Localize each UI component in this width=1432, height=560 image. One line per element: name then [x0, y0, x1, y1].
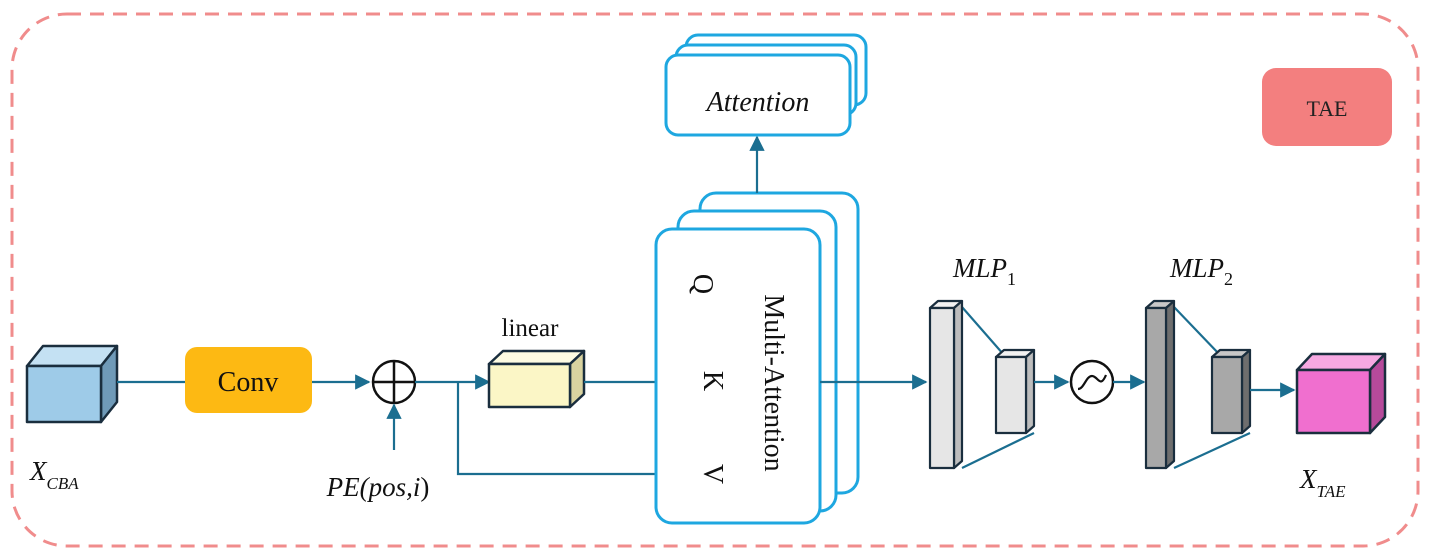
k-label: K: [697, 371, 728, 391]
attention-label: Attention: [705, 87, 810, 118]
pe-label: PE(pos,i): [326, 472, 430, 502]
add-operator: [371, 359, 417, 405]
input-label: XCBA: [29, 456, 79, 493]
conv-label: Conv: [218, 367, 279, 398]
activation-icon: [1069, 359, 1115, 405]
tae-tag: TAE: [1262, 68, 1392, 146]
mlp1-label: MLP1: [952, 253, 1016, 289]
input-cube: [25, 344, 119, 424]
mlp2-block: [1144, 299, 1252, 470]
arrow-skip-to-v: [456, 382, 692, 482]
linear-label: linear: [502, 315, 560, 342]
multi-attention-stack: [654, 191, 860, 525]
tae-tag-label: TAE: [1306, 96, 1347, 121]
linear-block: [487, 349, 586, 409]
q-label: Q: [687, 274, 718, 294]
module-border: [10, 12, 1420, 548]
conv-block: Conv: [185, 347, 312, 413]
multi-attention-label: Multi-Attention: [758, 294, 789, 471]
attention-stack: [664, 33, 868, 137]
v-label: V: [697, 464, 728, 484]
mlp1-block: [928, 299, 1036, 470]
output-cube: [1295, 352, 1387, 435]
output-label: XTAE: [1299, 464, 1346, 501]
mlp2-label: MLP2: [1169, 253, 1233, 289]
